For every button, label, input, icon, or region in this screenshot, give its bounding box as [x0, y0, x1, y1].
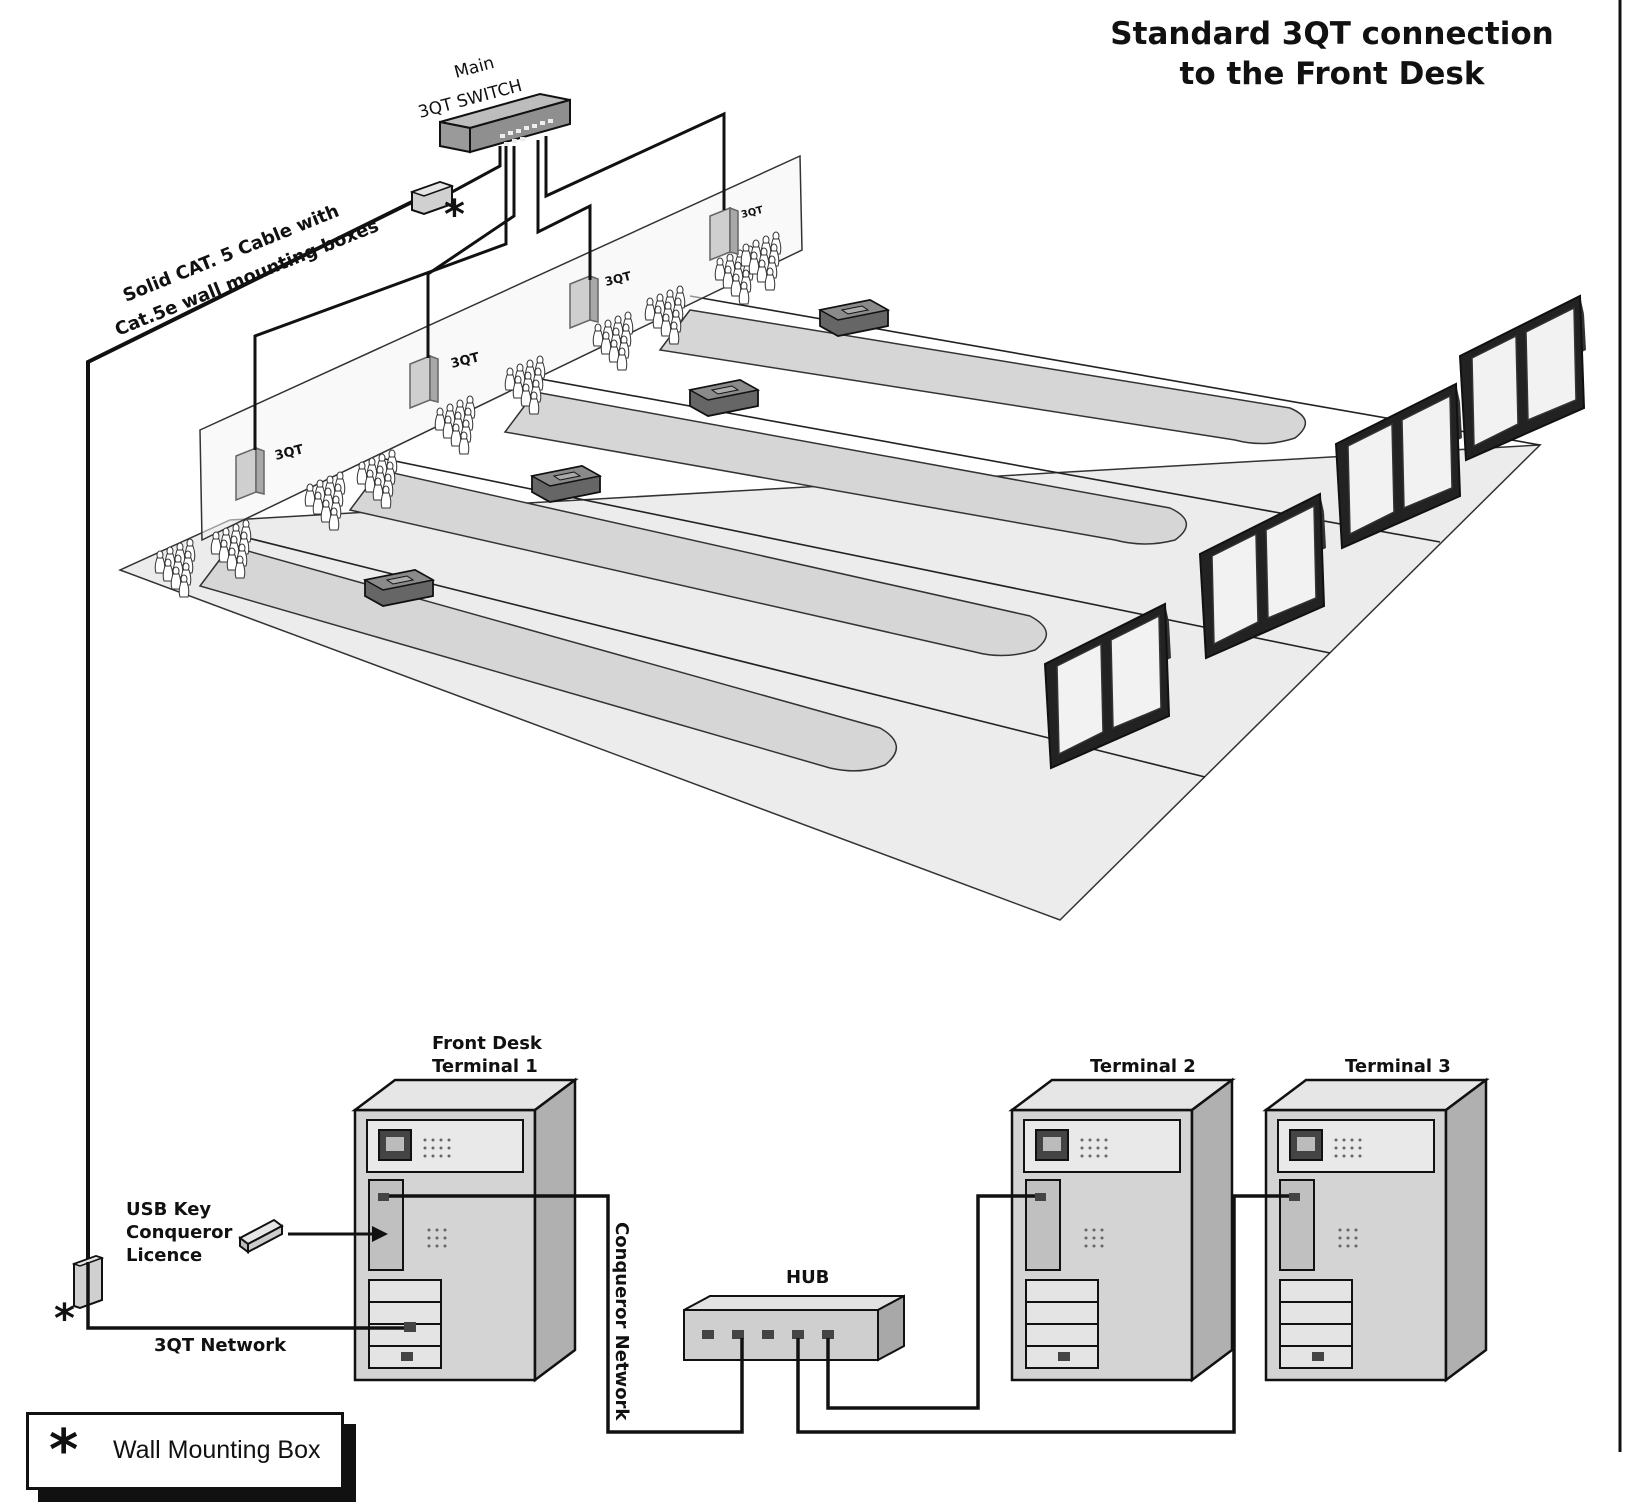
lower-cables — [86, 1194, 1289, 1434]
cable-3qt-4 — [544, 111, 726, 210]
masking-wall — [199, 154, 803, 542]
legend: * Wall Mounting Box — [26, 1412, 344, 1490]
lane-2 — [348, 469, 1047, 657]
3qt-label-4: 3QT — [740, 205, 764, 221]
front-desk-label-line2: Terminal 1 — [432, 1056, 538, 1077]
wall-box-asterisk-top: * — [444, 192, 465, 238]
cable-3qt-2 — [426, 146, 516, 358]
3qt-label-2: 3QT — [449, 350, 481, 372]
front-desk-label-line1: Front Desk — [432, 1033, 542, 1054]
t2-network-port — [1035, 1193, 1046, 1201]
3qt-label-3: 3QT — [603, 269, 633, 289]
cable-switch-wallbox — [451, 146, 502, 194]
title-line-1: Standard 3QT connection — [1110, 16, 1554, 52]
terminal-1-tower — [353, 1078, 577, 1382]
terminal-3-tower — [1264, 1078, 1488, 1382]
terminal-3-label: Terminal 3 — [1345, 1056, 1451, 1077]
cable-3qt-1 — [253, 146, 508, 450]
cable-wallbox-down — [86, 200, 413, 1262]
legend-text: Wall Mounting Box — [113, 1436, 321, 1464]
usb-label-line3: Licence — [126, 1245, 203, 1266]
hub-icon — [683, 1294, 905, 1362]
lane-3 — [503, 391, 1187, 545]
cable-hub-t3 — [796, 1194, 1289, 1434]
wall-box-asterisk-bottom: * — [54, 1296, 75, 1342]
switch-icon — [439, 92, 571, 154]
cable-t1-hub — [389, 1194, 744, 1434]
cable-hub-t2 — [826, 1194, 1035, 1410]
3qt-label-1: 3QT — [273, 442, 305, 464]
terminal-2-label: Terminal 2 — [1090, 1056, 1196, 1077]
page-title: Standard 3QT connection to the Front Des… — [1072, 14, 1592, 94]
3qt-cables — [86, 111, 726, 1262]
terminal-2-tower — [1010, 1078, 1234, 1382]
wall-box-icon — [409, 180, 455, 216]
lane-4 — [658, 309, 1306, 445]
usb-key-icon — [238, 1218, 284, 1254]
t1-network-port — [378, 1193, 389, 1201]
lane-1 — [198, 545, 897, 772]
hub-label: HUB — [786, 1267, 830, 1288]
usb-label-line1: USB Key — [126, 1199, 212, 1220]
3qt-unit-labels: 3QT 3QT 3QT 3QT — [273, 205, 764, 464]
conqueror-network-label: Conqueror Network — [611, 1222, 632, 1421]
usb-key-label: USB Key Conqueror Licence — [126, 1198, 232, 1267]
front-desk-label: Front Desk Terminal 1 — [432, 1032, 542, 1078]
cable-3qt-network — [86, 1262, 410, 1330]
cable-3qt-3 — [536, 140, 592, 280]
t1-3qt-port — [404, 1322, 416, 1332]
legend-asterisk-icon: * — [49, 1418, 79, 1483]
title-line-2: to the Front Desk — [1179, 56, 1485, 92]
bowling-lanes — [118, 154, 1587, 921]
switch-label-main: Main — [452, 53, 496, 83]
usb-arrow-head — [372, 1226, 388, 1242]
t3-network-port — [1289, 1193, 1300, 1201]
3qt-network-label: 3QT Network — [154, 1335, 287, 1356]
usb-label-line2: Conqueror — [126, 1222, 233, 1243]
